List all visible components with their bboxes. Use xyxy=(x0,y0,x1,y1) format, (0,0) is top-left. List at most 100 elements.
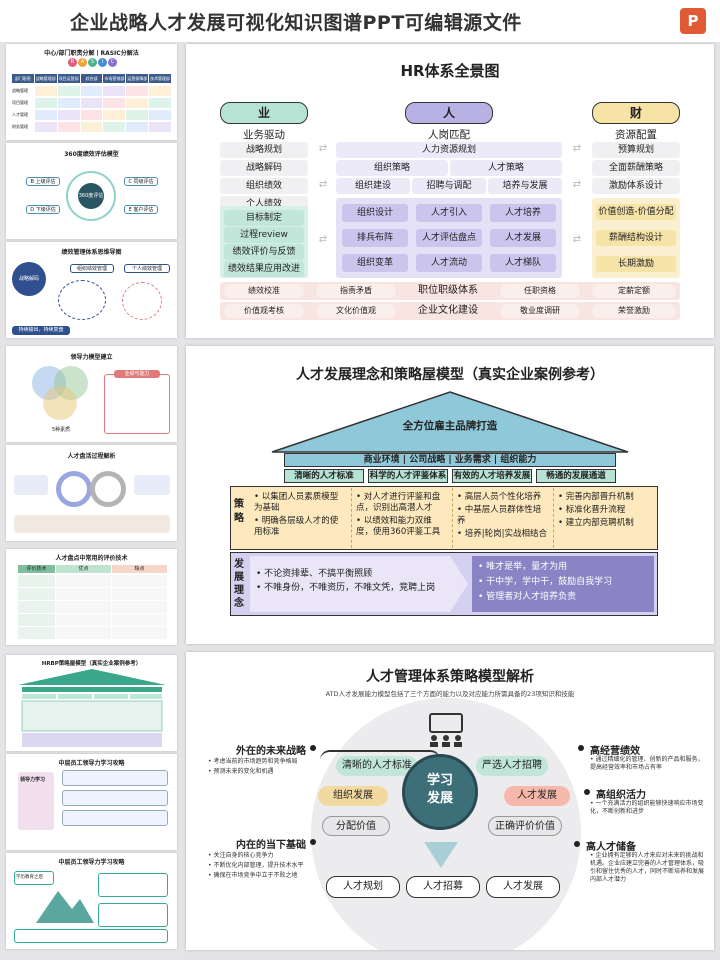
slide-subtitle: ATD人才发展能力模型包括了三个方面的能力以及对应能力所需具备的23项知识和技能 xyxy=(325,690,575,698)
side-block xyxy=(14,871,54,885)
col-sub: 人岗匹配 xyxy=(428,129,470,141)
ren-grid-cell: 人才引入 xyxy=(416,204,482,222)
eval-table: 评价技术优点缺点 xyxy=(18,565,168,641)
thumbnail-3[interactable]: 绩效管理体系思维导图 战略解码 组织绩效管理 个人绩效管理 持续输出，持续复盘 xyxy=(6,242,177,338)
inner-left-item: 清晰的人才标准 xyxy=(336,756,418,776)
table-cell xyxy=(80,122,103,132)
strategy-item: • 对人才进行评鉴和盘点，识别出高潜人才 xyxy=(356,492,446,514)
thumb-title: 中层员工领导力学习攻略 xyxy=(58,760,125,767)
table-cell xyxy=(80,98,103,108)
rasic-letter: C xyxy=(108,58,117,67)
bullet-dot xyxy=(578,745,584,751)
mind-node: 个人绩效管理 xyxy=(124,264,170,273)
idea-right-item: • 干中学，学中干，鼓励自我学习 xyxy=(478,577,613,587)
table-cell xyxy=(56,601,111,613)
cai-yellow-item: 薪酬结构设计 xyxy=(596,230,676,246)
ye-item: 战略解码 xyxy=(220,160,308,176)
slide-talent-model[interactable]: 人才管理体系策略模型解析 ATD人才发展能力模型包括了三个方面的能力以及对应能力… xyxy=(186,652,714,950)
table-cell xyxy=(112,627,167,639)
ye-green-item: 目标制定 xyxy=(224,210,304,226)
thumbnail-2[interactable]: 360度绩效评估模型 360度评估 B 上级评估 C 同级评估 D 下级评估 E… xyxy=(6,143,177,239)
strategy-item: • 培养|轮岗|实战相结合 xyxy=(457,529,547,540)
bullet: • xyxy=(558,505,566,515)
bullet: • xyxy=(254,492,262,502)
ren-grid-cell: 组织设计 xyxy=(342,204,408,222)
loop-right xyxy=(90,471,126,507)
left-item: • 考虑当前的市场趋势和竞争格局 xyxy=(208,758,298,765)
left-item: • 确保在市场竞争中立于不败之地 xyxy=(208,872,298,879)
thumb-title: 360度绩效评估模型 xyxy=(64,151,119,158)
ye-green-item: 绩效评价与反馈 xyxy=(224,244,304,260)
row-block xyxy=(98,903,168,927)
slide-title: 人才管理体系策略模型解析 xyxy=(366,669,534,685)
thumb-title: HRBP策略屋模型（真实企业案例参考） xyxy=(41,661,142,667)
cycle xyxy=(58,280,106,320)
slide-strategy-house[interactable]: 人才发展理念和策略屋模型（真实企业案例参考） 全方位雇主品牌打造 商业环境 | … xyxy=(186,346,714,644)
table-header: 市场营销部 xyxy=(103,74,126,83)
table-cell xyxy=(18,588,55,600)
table-cell xyxy=(34,98,57,108)
rasic-letter: I xyxy=(98,58,107,67)
idea-left-item: • 不论资排辈、不搞平衡照顾 xyxy=(256,569,373,579)
row-block xyxy=(14,929,168,943)
house-model xyxy=(18,669,166,747)
table-header: 技术管理部 xyxy=(149,74,171,83)
right-heading: 高组织活力 xyxy=(596,790,646,801)
double-arrow-icon: ⇄ xyxy=(318,234,328,245)
strategy-text: 以集团人员素质模型为基础 xyxy=(254,492,339,513)
thumbnail-8[interactable]: 中层员工领导力学习攻略 领导力学习 xyxy=(6,754,177,850)
table-cell xyxy=(112,575,167,587)
double-arrow-icon: ⇄ xyxy=(572,179,582,190)
col-sub: 资源配置 xyxy=(615,129,657,141)
table-cell xyxy=(56,627,111,639)
strategy-text: 中基层人员群体性培养 xyxy=(457,505,542,526)
strategy-text: 高层人员个性化培养 xyxy=(464,492,542,502)
pillar-header: 有效的人才培养发展 xyxy=(452,469,532,483)
table-header: 缺点 xyxy=(112,565,167,573)
thumbnail-5[interactable]: 人才盘活过程解析 xyxy=(6,445,177,541)
table-cell xyxy=(126,98,149,108)
strategy-item: • 中基层人员群体性培养 xyxy=(457,505,547,527)
bullet: • xyxy=(457,529,465,539)
strategy-item: • 建立内部竞聘机制 xyxy=(558,518,648,529)
thumbnail-9[interactable]: 中层员工领导力学习攻略 学历教育之后 xyxy=(6,853,177,949)
bottom-item: 绩效校准 xyxy=(224,284,304,298)
table-cell xyxy=(34,110,57,120)
thumb-title: 中层员工领导力学习攻略 xyxy=(58,859,125,866)
pillar-header: 清晰的人才标准 xyxy=(284,469,364,483)
ren-grid-cell: 人才流动 xyxy=(416,254,482,272)
cycle xyxy=(122,282,162,320)
table-header: 综合部 xyxy=(80,74,103,83)
ren-row1: 组织策略 xyxy=(336,160,448,176)
ren-grid-cell: 组织变革 xyxy=(342,254,408,272)
house-roof xyxy=(271,391,629,453)
table-cell xyxy=(126,122,149,132)
slide-title: 人才发展理念和策略屋模型（真实企业案例参考） xyxy=(296,367,604,383)
table-header: 优点 xyxy=(56,565,111,573)
ye-item: 组织绩效 xyxy=(220,178,308,194)
venn-label: 5种素质 xyxy=(52,427,71,433)
strategy-text: 培养|轮岗|实战相结合 xyxy=(464,529,547,539)
ppt-icon[interactable]: P xyxy=(680,8,706,34)
idea-right-list: • 唯才是举，量才为用• 干中学，学中干，鼓励自我学习• 管理者对人才培养负责 xyxy=(478,560,654,605)
slide-hr-system[interactable]: HR体系全景图 业 人 财 业务驱动 人岗匹配 资源配置 战略规划 战略解码 组… xyxy=(186,44,714,338)
table-cell xyxy=(34,122,57,132)
table-cell xyxy=(57,110,80,120)
strategy-item: • 高层人员个性化培养 xyxy=(457,492,547,503)
side-block xyxy=(18,772,54,830)
thumbnail-6[interactable]: 人才盘点中常用的评价技术 评价技术优点缺点 xyxy=(6,549,177,645)
cai-item: 激励体系设计 xyxy=(592,178,680,194)
thumbnail-4[interactable]: 领导力模型建立 5种素质 业绩与能力 xyxy=(6,346,177,442)
table-cell xyxy=(149,122,171,132)
right-heading: 高人才储备 xyxy=(586,842,636,853)
center-line: 发展 xyxy=(426,791,453,806)
table-cell xyxy=(103,122,126,132)
mind-node: 组织绩效管理 xyxy=(70,264,114,273)
ye-item: 战略规划 xyxy=(220,142,308,158)
bottom-item: 指责矛盾 xyxy=(316,284,396,298)
ye-green-item: 过程review xyxy=(224,227,304,243)
thumb-title: 人才盘活过程解析 xyxy=(67,453,116,460)
inner-left-item: 分配价值 xyxy=(322,816,390,836)
thumbnail-7[interactable]: HRBP策略屋模型（真实企业案例参考） xyxy=(6,655,177,751)
